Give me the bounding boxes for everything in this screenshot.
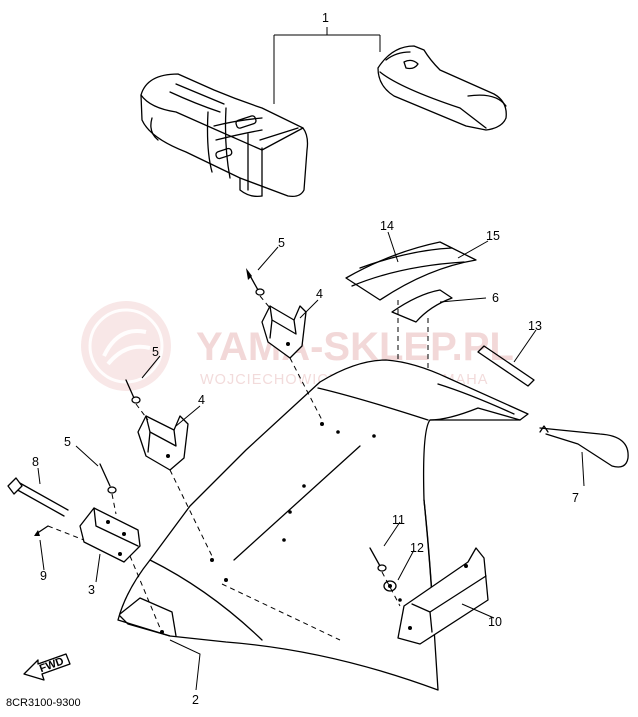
callout-1: 1 — [322, 11, 329, 25]
part-9-pin — [34, 525, 49, 536]
callout-14: 14 — [380, 219, 394, 233]
callout-4-upper: 4 — [316, 287, 323, 301]
part-13-rod — [477, 345, 535, 387]
watermark-logo — [81, 301, 171, 391]
leader-lines — [37, 231, 585, 691]
callouts: 1 2 3 4 4 5 5 5 6 7 8 9 10 11 12 13 14 1… — [32, 11, 579, 707]
callout-15: 15 — [486, 229, 500, 243]
callout-5-b: 5 — [152, 345, 159, 359]
part-5-screw-a — [246, 268, 265, 296]
part-4-clip-lower — [137, 415, 189, 471]
callout-5-a: 5 — [278, 236, 285, 250]
part-10-bracket — [397, 547, 489, 645]
part-2-rear-fender — [117, 359, 529, 691]
part-1-bag-left — [140, 73, 309, 198]
part-8-bolt — [7, 477, 69, 517]
callout-10: 10 — [488, 615, 502, 629]
part-1-cover-set — [140, 27, 507, 198]
callout-9: 9 — [40, 569, 47, 583]
watermark-title: YAMA-SKLEP.PL — [196, 325, 514, 369]
part-7-wire — [539, 425, 629, 468]
part-3-bracket — [79, 507, 141, 563]
callout-5-c: 5 — [64, 435, 71, 449]
callout-6: 6 — [492, 291, 499, 305]
part-1-leader — [273, 27, 381, 104]
part-5-screw-b — [125, 379, 141, 404]
part-1-bag-right — [377, 45, 507, 131]
part-12-nut — [383, 580, 397, 592]
part-6-damper-sheet — [391, 289, 453, 323]
fwd-arrow: FWD — [23, 653, 71, 681]
callout-8: 8 — [32, 455, 39, 469]
fwd-label: FWD — [38, 655, 66, 675]
callout-4-lower: 4 — [198, 393, 205, 407]
callout-11: 11 — [392, 513, 405, 527]
callout-3: 3 — [88, 583, 95, 597]
part-11-screw — [369, 547, 387, 572]
callout-2: 2 — [192, 693, 199, 707]
callout-13: 13 — [528, 319, 542, 333]
callout-7: 7 — [572, 491, 579, 505]
part-15-damper-sheet — [345, 241, 477, 301]
assembly-lines — [47, 295, 401, 641]
part-5-screw-c — [99, 463, 117, 494]
callout-12: 12 — [410, 541, 424, 555]
drawing-code: 8CR3100-9300 — [6, 697, 81, 709]
